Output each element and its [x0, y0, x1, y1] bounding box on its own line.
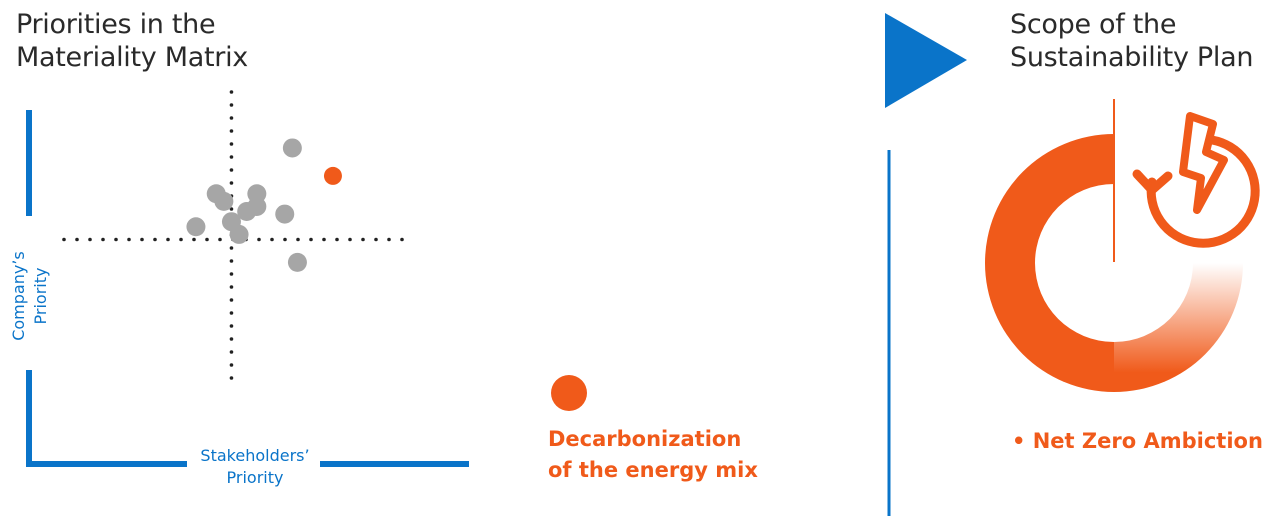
x-axis-label-line-1: Stakeholders’ [200, 446, 310, 465]
vertical-dot [229, 246, 234, 250]
vertical-dot [229, 155, 234, 159]
matrix-title: Priorities in the Materiality Matrix [16, 8, 248, 74]
horizontal-dot [205, 237, 209, 242]
vertical-dot [229, 207, 234, 211]
horizontal-dot [309, 237, 313, 242]
matrix-frame [26, 110, 469, 467]
cycle-arc [1146, 135, 1260, 248]
scatter-point-gray [237, 202, 257, 222]
vertical-dot [229, 376, 234, 380]
vertical-dot [229, 337, 234, 341]
horizontal-dot [374, 237, 378, 242]
x-axis-label-line-2: Priority [226, 468, 284, 487]
scatter-point-gray [275, 204, 295, 224]
vertical-dot [229, 181, 234, 185]
matrix-title-line-1: Priorities in the [16, 9, 216, 40]
horizontal-dot [140, 237, 144, 242]
vertical-dot [229, 103, 234, 107]
horizontal-dot [257, 237, 261, 242]
y-axis-label-line-2: Priority [31, 267, 50, 325]
vertical-dot [229, 168, 234, 172]
scatter-point-gray [282, 138, 302, 158]
vertical-dot [229, 285, 234, 289]
horizontal-dot [322, 237, 326, 242]
horizontal-dot [127, 237, 131, 242]
net-zero-bullet: • Net Zero Ambiction [1012, 429, 1263, 453]
horizontal-dot [153, 237, 157, 242]
ring-left-half [985, 134, 1114, 392]
horizontal-dot [218, 237, 222, 242]
scatter-points [186, 138, 342, 272]
horizontal-dot [179, 237, 183, 242]
vertical-dot [229, 324, 234, 328]
vertical-dot [229, 311, 234, 315]
scatter-point-gray [214, 191, 234, 211]
vertical-dot [229, 129, 234, 133]
horizontal-dot [62, 237, 66, 242]
horizontal-dot [166, 237, 170, 242]
scope-ring [985, 99, 1243, 392]
vertical-dot [229, 298, 234, 302]
legend-label: Decarbonization of the energy mix [548, 424, 758, 486]
scatter-point-gray [229, 224, 249, 244]
ring-right-fade [1114, 263, 1243, 392]
vertical-dot [229, 350, 234, 354]
cycle-arrowhead [1132, 169, 1173, 195]
vertical-dot [229, 363, 234, 367]
legend-label-line-2: of the energy mix [548, 458, 758, 482]
scatter-point-orange [323, 166, 342, 185]
y-axis-label-line-1: Company’s [9, 251, 28, 341]
horizontal-dot [296, 237, 300, 242]
play-triangle-icon [885, 13, 967, 108]
energy-cycle-icon [1132, 112, 1260, 248]
horizontal-dot [335, 237, 339, 242]
scope-title-line-1: Scope of the [1010, 9, 1177, 40]
scope-title: Scope of the Sustainability Plan [1010, 8, 1253, 74]
horizontal-dot [75, 237, 79, 242]
horizontal-dot [101, 237, 105, 242]
x-axis-label: Stakeholders’ Priority [180, 445, 330, 489]
horizontal-dot [192, 237, 196, 242]
legend-label-line-1: Decarbonization [548, 427, 742, 451]
scope-title-line-2: Sustainability Plan [1010, 42, 1254, 73]
matrix-title-line-2: Materiality Matrix [16, 42, 248, 73]
horizontal-dot [88, 237, 92, 242]
vertical-dot [229, 90, 234, 94]
vertical-dot [229, 259, 234, 263]
vertical-dot [229, 272, 234, 276]
lightning-bolt [1179, 112, 1228, 214]
horizontal-dot [270, 237, 274, 242]
scatter-point-gray [186, 217, 206, 237]
horizontal-dot [348, 237, 352, 242]
vertical-dot [229, 116, 234, 120]
horizontal-dot [361, 237, 365, 242]
horizontal-dot [387, 237, 391, 242]
horizontal-dot [283, 237, 287, 242]
legend-orange-dot [551, 375, 587, 411]
axis-corner-line [26, 370, 187, 467]
horizontal-dot [400, 237, 404, 242]
horizontal-dot [114, 237, 118, 242]
scatter-point-gray [287, 252, 307, 272]
vertical-dot [229, 142, 234, 146]
